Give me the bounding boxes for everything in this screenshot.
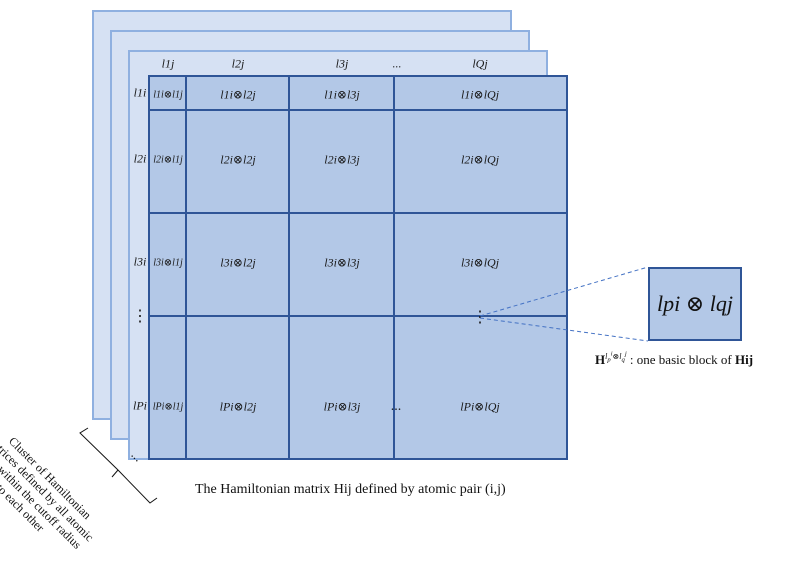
basic-block-caption: Hlpi⊗lqj : one basic block of Hij	[595, 350, 754, 367]
col-header-3: l3j	[335, 56, 349, 71]
grid-vline-2	[288, 77, 290, 458]
caption-h-symbol: H	[595, 351, 606, 367]
cell-2-2: l2i⊗l2j	[220, 152, 256, 167]
cell-1-1: l1i⊗l1j	[153, 89, 183, 101]
caption-text: : one basic block of	[629, 351, 732, 367]
col-header-Q: lQj	[472, 56, 488, 71]
grid-hline-2	[150, 212, 566, 214]
zoom-line-top	[479, 266, 649, 317]
bottom-row-dots: ...	[390, 399, 402, 414]
cell-P-3: lPi⊗l3j	[323, 399, 361, 414]
cell-2-3: l2i⊗l3j	[324, 152, 360, 167]
col-header-dots: ...	[392, 56, 402, 71]
row-header-1: l1i	[133, 85, 147, 100]
cell-3-2: l3i⊗l2j	[220, 255, 256, 270]
cell-1-2: l1i⊗l2j	[220, 87, 256, 102]
cell-P-2: lPi⊗l2j	[219, 399, 257, 414]
middle-vdots: ⋮	[472, 309, 488, 326]
basic-block-zoom: lpi ⊗ lqj	[648, 267, 742, 341]
col-header-2: l2j	[231, 56, 245, 71]
grid-hline-3	[150, 315, 566, 317]
basic-block-label: lpi ⊗ lqj	[657, 291, 733, 316]
cell-P-1: lPi⊗l1j	[152, 401, 184, 413]
row-header-P: lPi	[133, 398, 147, 413]
grid-hline-1	[150, 109, 566, 111]
cell-1-3: l1i⊗l3j	[324, 87, 360, 102]
caption-hij: Hij	[734, 351, 754, 367]
cell-2-Q: l2i⊗lQj	[460, 152, 500, 167]
row-header-2: l2i	[133, 151, 147, 166]
col-header-1: l1j	[161, 56, 175, 71]
cell-1-Q: l1i⊗lQj	[460, 87, 500, 102]
matrix-caption: The Hamiltonian matrix Hij defined by at…	[195, 482, 506, 497]
cell-3-Q: l3i⊗lQj	[460, 255, 500, 270]
cell-2-1: l2i⊗l1j	[153, 154, 183, 166]
cell-P-Q: lPi⊗lQj	[460, 399, 500, 414]
grid-vline-3	[393, 77, 395, 458]
cell-3-1: l3i⊗l1j	[153, 257, 183, 269]
zoom-line-bottom	[479, 317, 649, 342]
cell-3-3: l3i⊗l3j	[324, 255, 360, 270]
row-header-3: l3i	[133, 254, 147, 269]
cluster-bracket	[79, 427, 158, 504]
grid-vline-1	[185, 77, 187, 458]
hamiltonian-matrix: l1i⊗l1j l1i⊗l2j l1i⊗l3j l1i⊗lQj l2i⊗l1j …	[148, 75, 568, 460]
cluster-bracket-tick	[111, 469, 119, 478]
row-header-vdots: ⋮	[132, 308, 148, 325]
